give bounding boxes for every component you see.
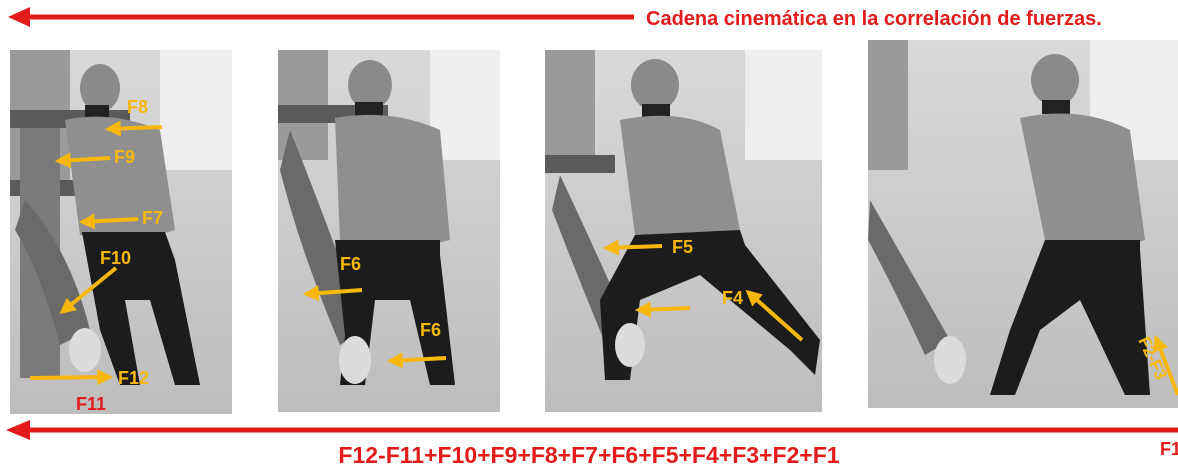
label-f9: F9: [114, 147, 135, 167]
panel-1-annotations: F8 F9 F7 F10 F12 F11: [29, 97, 163, 414]
label-f4: F4: [722, 288, 743, 308]
label-f7: F7: [142, 208, 163, 228]
panel-1-photo: [10, 50, 232, 414]
panel-3-annotations: F5 F4: [602, 237, 804, 342]
label-f10: F10: [100, 248, 131, 268]
label-f12: F12: [118, 368, 149, 388]
panel-2-annotations: F6 F6: [302, 254, 447, 369]
label-f1: F1: [1160, 439, 1178, 459]
panel-2-photo: [278, 50, 500, 412]
label-f6-lower: F6: [420, 320, 441, 340]
label-f5: F5: [672, 237, 693, 257]
header-title: Cadena cinemática en la correlación de f…: [646, 8, 1102, 30]
label-f8: F8: [127, 97, 148, 117]
bottom-direction-arrow: [6, 420, 1178, 440]
panel-3-photo: [545, 50, 822, 412]
label-f11: F11: [76, 394, 106, 414]
top-direction-arrow: [8, 7, 634, 27]
panel-4-photo: [868, 40, 1178, 408]
force-formula: F12-F11+F10+F9+F8+F7+F6+F5+F4+F3+F2+F1: [338, 442, 840, 468]
label-f6-upper: F6: [340, 254, 361, 274]
